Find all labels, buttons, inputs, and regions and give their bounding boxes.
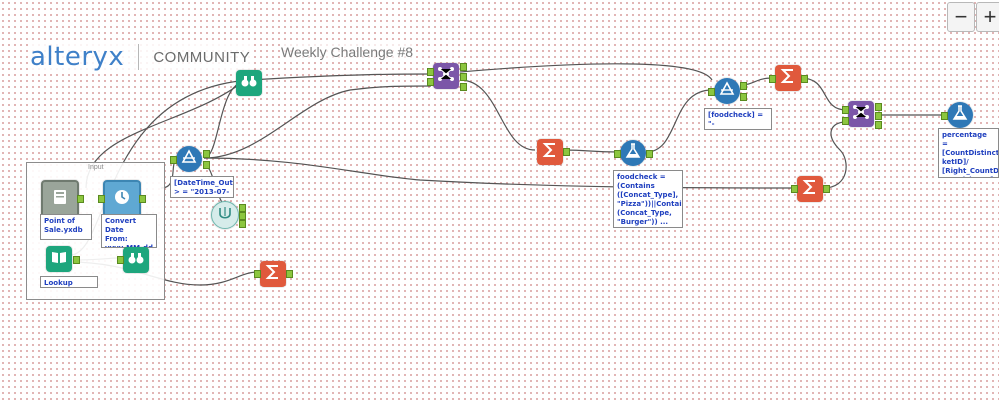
input-anchor[interactable]	[170, 156, 177, 164]
right-input-anchor[interactable]	[842, 117, 849, 125]
wire	[203, 85, 432, 159]
true-anchor[interactable]	[740, 82, 747, 90]
filter-icon	[718, 80, 736, 103]
output-anchor[interactable]	[875, 103, 882, 111]
input-anchor[interactable]	[117, 256, 124, 264]
left-input-anchor[interactable]	[842, 106, 849, 114]
datetime-tool-convert-date[interactable]	[103, 180, 141, 218]
false-anchor[interactable]	[740, 93, 747, 101]
wire	[459, 79, 536, 151]
union-icon	[216, 204, 234, 227]
left-input-anchor[interactable]	[427, 68, 434, 76]
brand-subtitle: COMMUNITY	[153, 48, 251, 66]
output-anchor[interactable]	[460, 63, 467, 71]
browse-tool-top[interactable]	[236, 70, 262, 96]
input-tool-point-of-sale[interactable]	[41, 180, 79, 218]
binoculars-icon	[240, 72, 258, 95]
true-anchor[interactable]	[203, 150, 210, 158]
filter-date-annotation: [DateTime_Out] > = "2013-07-01"	[170, 176, 234, 198]
output-anchor[interactable]	[77, 195, 84, 203]
formula-tool-foodcheck[interactable]	[620, 140, 646, 166]
browse-tool-lookup[interactable]	[123, 247, 149, 273]
output-anchor[interactable]	[286, 270, 293, 278]
brand-divider	[138, 44, 140, 70]
input-anchor[interactable]	[769, 75, 776, 83]
output-anchor[interactable]	[460, 73, 467, 81]
filter-icon	[180, 148, 198, 171]
summarize-tool-low[interactable]	[797, 176, 823, 202]
output-anchor[interactable]	[875, 121, 882, 129]
flask-icon	[624, 142, 642, 165]
canvas-title: Weekly Challenge #8	[281, 44, 414, 60]
join-tool-right[interactable]	[848, 101, 874, 127]
summarize-tool-mid[interactable]	[537, 139, 563, 165]
output-anchor[interactable]	[460, 83, 467, 91]
input-anchor[interactable]	[941, 112, 948, 120]
formula-food-annotation: foodcheck = (Contains ([Concat_Type], "P…	[613, 170, 683, 228]
join-tool-top[interactable]	[433, 63, 459, 89]
input-tool-lookup-table[interactable]	[46, 246, 72, 272]
lookup-table-annotation: Lookup Table	[40, 276, 98, 288]
sigma-icon	[801, 178, 819, 201]
book-icon	[50, 187, 70, 212]
wire	[562, 149, 619, 153]
open-book-icon	[50, 248, 68, 271]
input-anchor[interactable]	[254, 270, 261, 278]
formula-tool-percentage[interactable]	[947, 102, 973, 128]
zoom-out-button[interactable]: −	[947, 2, 975, 32]
point-of-sale-annotation: Point of Sale.yxdb	[40, 214, 92, 240]
convert-date-annotation: Convert Date From: yyyy-MM-dd	[101, 214, 157, 248]
output-anchor[interactable]	[239, 204, 246, 212]
right-input-anchor[interactable]	[427, 78, 434, 86]
output-anchor[interactable]	[823, 185, 830, 193]
input-anchor[interactable]	[614, 150, 621, 158]
brand-name: alteryx	[30, 42, 125, 72]
wire	[822, 121, 847, 189]
formula-pct-annotation: percentage = [CountDistinct_Tic ketID]/ …	[938, 128, 999, 178]
summarize-tool-top[interactable]	[775, 65, 801, 91]
binoculars-icon	[127, 249, 145, 272]
clock-icon	[112, 187, 132, 212]
filter-tool-foodcheck[interactable]	[714, 78, 740, 104]
sigma-icon	[779, 67, 797, 90]
output-anchor[interactable]	[646, 150, 653, 158]
union-tool[interactable]	[211, 201, 239, 229]
input-anchor[interactable]	[98, 195, 105, 203]
output-anchor[interactable]	[139, 195, 146, 203]
output-anchor[interactable]	[239, 220, 246, 228]
input-anchor[interactable]	[791, 185, 798, 193]
output-anchor[interactable]	[875, 112, 882, 120]
wire	[459, 63, 713, 81]
wire	[800, 77, 847, 111]
output-anchor[interactable]	[239, 212, 246, 220]
wire	[645, 89, 713, 153]
filter-food-annotation: [foodcheck] = "- 1"	[704, 108, 772, 130]
zoom-in-button[interactable]: +	[976, 2, 999, 32]
wire	[203, 157, 796, 189]
flask-icon	[951, 104, 969, 127]
input-anchor[interactable]	[708, 88, 715, 96]
container-label: Input	[88, 164, 104, 171]
join-icon	[437, 65, 455, 88]
summarize-tool-bottom[interactable]	[260, 261, 286, 287]
join-icon	[852, 103, 870, 126]
sigma-icon	[264, 263, 282, 286]
alteryx-community-logo: alteryx COMMUNITY	[30, 40, 251, 74]
output-anchor[interactable]	[563, 148, 570, 156]
output-anchor[interactable]	[73, 256, 80, 264]
sigma-icon	[541, 141, 559, 164]
filter-tool-date[interactable]	[176, 146, 202, 172]
false-anchor[interactable]	[203, 161, 210, 169]
output-anchor[interactable]	[801, 75, 808, 83]
